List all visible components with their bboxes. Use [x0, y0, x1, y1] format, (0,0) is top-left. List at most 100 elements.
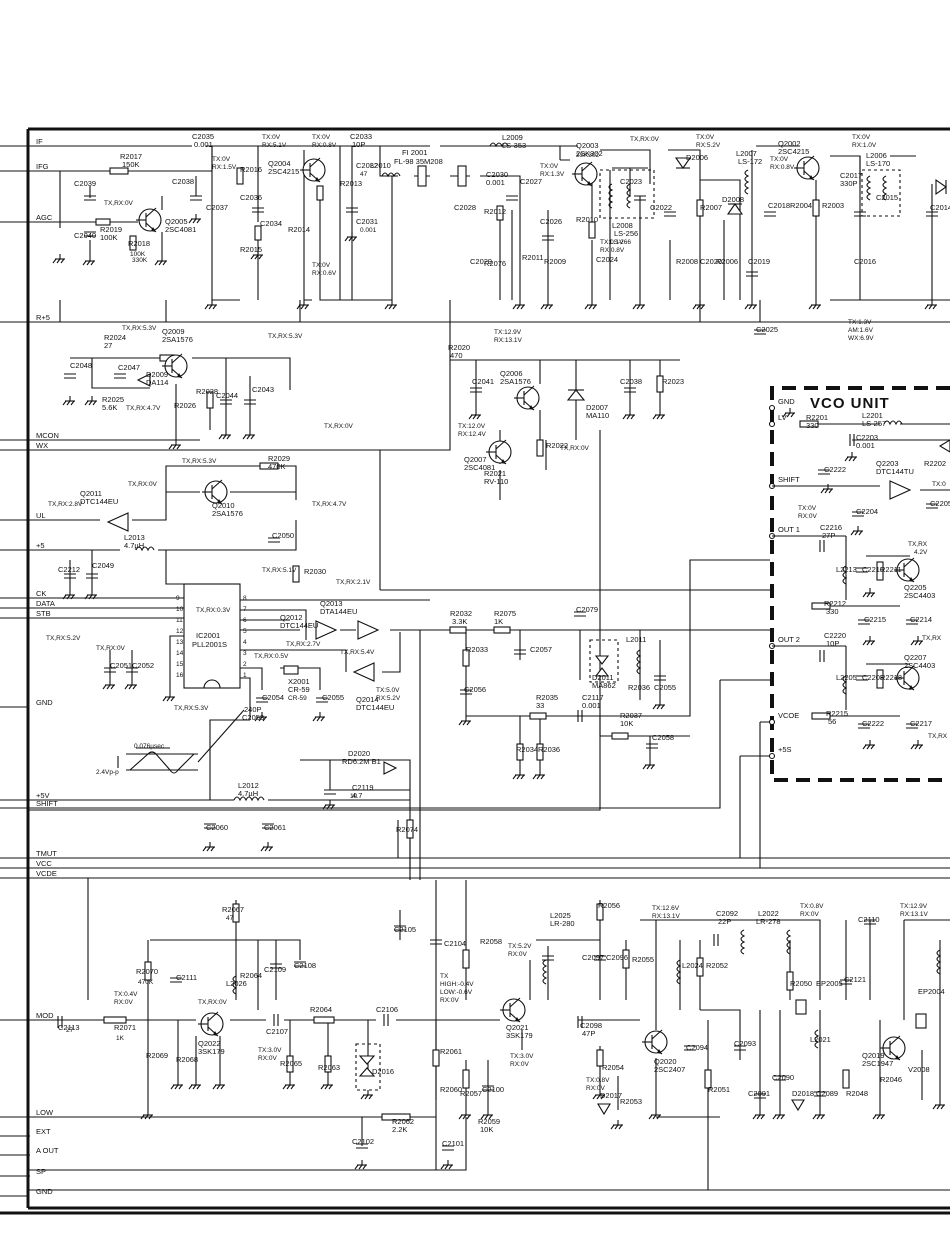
ground-symbol [212, 1080, 225, 1090]
board-frame [0, 127, 950, 1215]
transistor-q2021-ref: Q2021 [506, 1023, 529, 1032]
component-ref: R2068 [176, 1055, 198, 1064]
component-ref: C2033 [350, 132, 372, 141]
component-ref: 4.7 [352, 791, 362, 800]
voltage-annotation: TX:3.0V [258, 1047, 282, 1054]
port-gnd1-label: GND [36, 698, 53, 707]
ic-pin-4: 4 [243, 639, 247, 646]
component-ref: 22P [718, 917, 731, 926]
component-ref: LS-257 [862, 419, 886, 428]
component-ref: R2211 [880, 565, 902, 574]
transistor-q2010-ref: Q2010 [212, 501, 235, 510]
component-ref: C2022 [650, 203, 672, 212]
port-shift-label: SHIFT [36, 799, 58, 808]
voltage-annotation: TX:0V [540, 163, 559, 170]
voltage-annotation: RX:0V [440, 997, 459, 1004]
component-ref: C2205 [930, 499, 950, 508]
ground-symbol [354, 1160, 367, 1170]
component-ref: R2025 [102, 395, 124, 404]
component-ref: R2202 [924, 459, 946, 468]
transistor-q2007-part: 2SC4081 [464, 463, 495, 472]
ground-symbol [932, 1100, 945, 1110]
transistor-q2205-part: 2SC4403 [904, 591, 935, 600]
voltage-annotation: RX:13.1V [494, 337, 522, 344]
voltage-annotation: RX:1.3V [540, 171, 565, 178]
resistor-r2050 [786, 971, 794, 991]
port-ext-label: EXT [36, 1127, 51, 1136]
ground-symbol [320, 1080, 333, 1090]
component-ref: C2058 [652, 733, 674, 742]
component-ref: C2090 [772, 1073, 794, 1082]
component-ref: C2015 [876, 193, 898, 202]
ic-ref: IC2001 [196, 631, 220, 640]
ground-symbol [204, 300, 217, 310]
component-ref: R2056 [598, 901, 620, 910]
voltage-annotation: TX,RX:2.1V [336, 579, 371, 586]
voltage-annotation: TX [440, 973, 449, 980]
voltage-annotation: TX:5.0V [376, 687, 400, 694]
voltage-annotation: TX:3.0V [510, 1053, 534, 1060]
ic-pin-10: 10 [176, 606, 184, 613]
port-mod-label: MOD [36, 1011, 54, 1020]
vco-pin-out2-label: OUT 2 [778, 635, 800, 644]
resistor-r2007 [696, 199, 704, 217]
voltage-annotation: TX:0V [696, 134, 715, 141]
port-wx-label: WX [36, 441, 48, 450]
ground-symbol [102, 680, 115, 690]
component-ref: R2063 [318, 1063, 340, 1072]
ic-pin-12: 12 [176, 628, 184, 635]
component-ref: R2016 [240, 165, 262, 174]
resistor-r2063 [324, 1055, 332, 1073]
component-ref: 2.2K [392, 1125, 407, 1134]
component-ref: 10P [352, 140, 365, 149]
ground-symbol [162, 692, 175, 702]
component-ref: 10K [620, 719, 633, 728]
component-ref: C2108 [294, 961, 316, 970]
component-ref: R2007 [700, 203, 722, 212]
ground-symbol [62, 590, 75, 600]
component-ref: C2204 [856, 507, 878, 516]
component-ref: 1K [494, 617, 503, 626]
component-ref: C2047 [118, 363, 140, 372]
ic-pin-5: 5 [243, 628, 247, 635]
ground-symbol [812, 1110, 825, 1120]
component-ref: C2091 [748, 1089, 770, 1098]
voltage-annotation: 2.4Vp-p [96, 769, 119, 776]
ic-pin-2: 2 [243, 661, 247, 668]
component-ref: R2050 [790, 979, 812, 988]
component-ref: C2019 [748, 257, 770, 266]
buffer-q2012-ref: Q2012 [280, 613, 303, 622]
ground-symbol [250, 250, 263, 260]
component-ref: FI 2001 [402, 148, 427, 157]
voltage-annotation: HIGH:-0.4V [440, 981, 474, 988]
component-ref: R2029 [268, 454, 290, 463]
component-ref: D2016 [372, 1067, 394, 1076]
port-p5v-label: +5V [36, 791, 50, 800]
component-ref: R2006 [716, 257, 738, 266]
component-ref: LR-278 [756, 917, 781, 926]
voltage-annotation: TX,RX:0V [198, 999, 228, 1006]
resistor-r2030 [292, 565, 300, 583]
transistor-q2003-ref: Q2003 [576, 141, 599, 150]
component-ref: D2006 [686, 153, 708, 162]
component-ref: R2036 [628, 683, 650, 692]
component-ref: R2020 [448, 343, 470, 352]
voltage-annotation: TX:12.9V [900, 903, 928, 910]
ground-symbol [296, 300, 309, 310]
voltage-annotation: TX,RX:0V [560, 445, 590, 452]
component-ref: C2054 [262, 693, 284, 702]
ground-symbol [652, 700, 665, 710]
ground-symbol [910, 740, 923, 750]
voltage-annotation: TX,RX [922, 635, 942, 642]
component-ref: R2058 [480, 937, 502, 946]
port-low-label: LOW [36, 1108, 54, 1117]
filter-fi2001 [417, 165, 427, 187]
component-ref: R2051 [708, 1085, 730, 1094]
transistor-q2019-ref: Q2019 [862, 1051, 885, 1060]
ground-symbol [218, 430, 231, 440]
component-ref: L2201 [862, 411, 883, 420]
resistor-r2071 [103, 1016, 127, 1024]
